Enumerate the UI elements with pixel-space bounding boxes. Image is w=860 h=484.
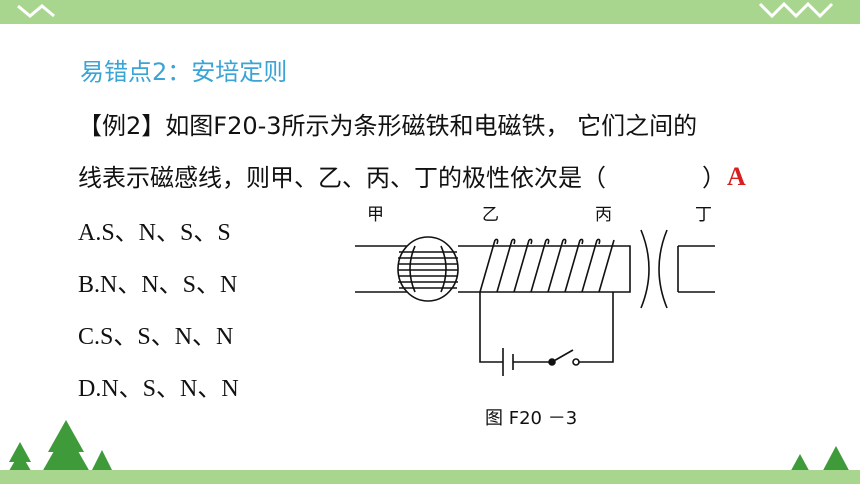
option-c[interactable]: C.S、S、N、N: [78, 324, 234, 350]
field-lines-left: [397, 236, 459, 302]
top-decor-band: [0, 0, 860, 24]
right-magnet: [677, 245, 715, 293]
option-a[interactable]: A.S、N、S、S: [78, 220, 231, 246]
figure-caption: 图 F20 －3: [485, 408, 577, 429]
bar-magnet: [355, 245, 415, 293]
label-jia: 甲: [367, 205, 384, 225]
top-chevron-decor: [17, 1, 834, 19]
figure-f20-3: 甲 乙 丙 丁 图 F20 －3: [355, 205, 715, 429]
solenoid-core: [458, 245, 631, 293]
option-b[interactable]: B.N、N、S、N: [78, 272, 238, 298]
question-line-2: 线表示磁感线，则甲、乙、丙、丁的极性依次是（ ）: [78, 158, 726, 193]
label-ding: 丁: [695, 205, 712, 225]
solenoid-coil: [479, 238, 615, 293]
question-line-2-close: ）: [702, 164, 726, 192]
question-line-1: 【例2】如图F20-3所示为条形磁铁和电磁铁， 它们之间的: [78, 112, 698, 140]
question-line-2-text: 线表示磁感线，则甲、乙、丙、丁的极性依次是（: [78, 164, 606, 192]
bottom-decor-band: [0, 470, 860, 484]
option-d[interactable]: D.N、S、N、N: [78, 376, 239, 402]
circuit: [479, 292, 614, 376]
section-heading: 易错点2：安培定则: [80, 58, 288, 86]
answer-mark: A: [727, 162, 746, 191]
label-yi: 乙: [482, 205, 499, 225]
field-lines-right: [640, 229, 668, 309]
label-bing: 丙: [595, 205, 612, 225]
